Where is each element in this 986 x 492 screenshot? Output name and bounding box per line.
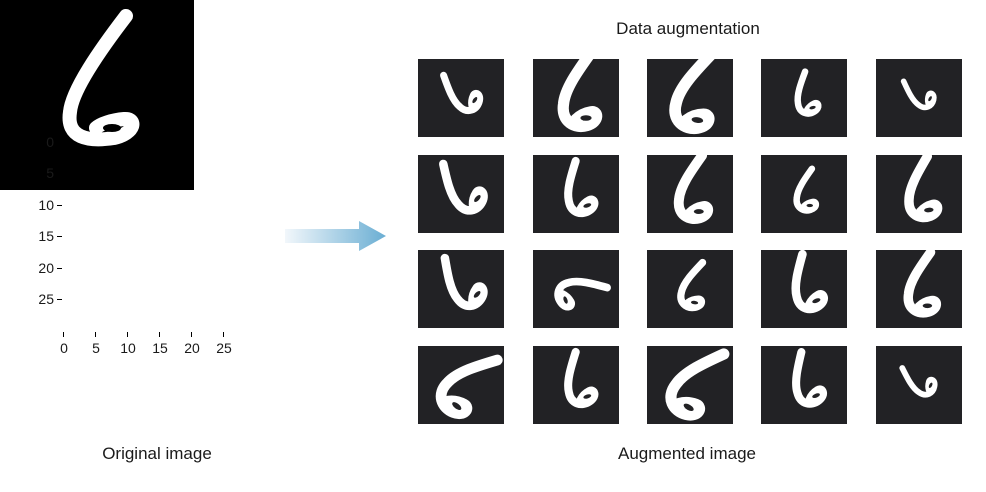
x-tick-mark [127,332,128,337]
y-tick-label: 25 [38,291,54,307]
augmented-caption: Augmented image [618,444,756,463]
augmented-thumbnail [761,155,847,233]
augmented-thumbnail [761,250,847,328]
y-tick-mark [57,268,62,269]
augmented-thumbnail [876,250,962,328]
augmented-thumbnail [761,346,847,424]
x-tick-mark [159,332,160,337]
y-tick-label: 5 [46,165,54,181]
augmented-thumbnail [876,155,962,233]
y-tick-label: 15 [38,228,54,244]
original-image [0,0,194,190]
y-tick-mark [57,236,62,237]
x-tick-mark [191,332,192,337]
augmented-thumbnail [876,59,962,137]
right-arrow-icon [285,221,386,251]
augmented-thumbnail [876,346,962,424]
augmented-thumbnail [418,59,504,137]
y-tick-mark [57,173,62,174]
x-tick-mark [223,332,224,337]
augmented-thumbnail [647,346,733,424]
augmented-thumbnail [647,250,733,328]
augmented-thumbnail [533,155,619,233]
y-tick-mark [57,205,62,206]
x-tick-label: 15 [152,340,168,356]
augmented-thumbnail [533,250,619,328]
x-tick-label: 5 [92,340,100,356]
augmented-thumbnail [418,155,504,233]
x-tick-mark [63,332,64,337]
original-caption: Original image [102,444,212,463]
augmented-thumbnail [647,155,733,233]
y-tick-label: 20 [38,260,54,276]
y-tick-label: 0 [46,134,54,150]
digit-six-glyph [62,9,140,147]
y-tick-mark [57,299,62,300]
y-tick-label: 10 [38,197,54,213]
x-tick-label: 10 [120,340,136,356]
augmented-thumbnail [647,59,733,137]
x-tick-mark [95,332,96,337]
augmented-thumbnail [418,346,504,424]
augmented-thumbnail [761,59,847,137]
x-tick-label: 20 [184,340,200,356]
y-tick-mark [57,142,62,143]
augmented-thumbnail [533,59,619,137]
x-tick-label: 25 [216,340,232,356]
augmented-thumbnail [418,250,504,328]
augmentation-title: Data augmentation [616,19,760,38]
x-tick-label: 0 [60,340,68,356]
augmented-thumbnail [533,346,619,424]
